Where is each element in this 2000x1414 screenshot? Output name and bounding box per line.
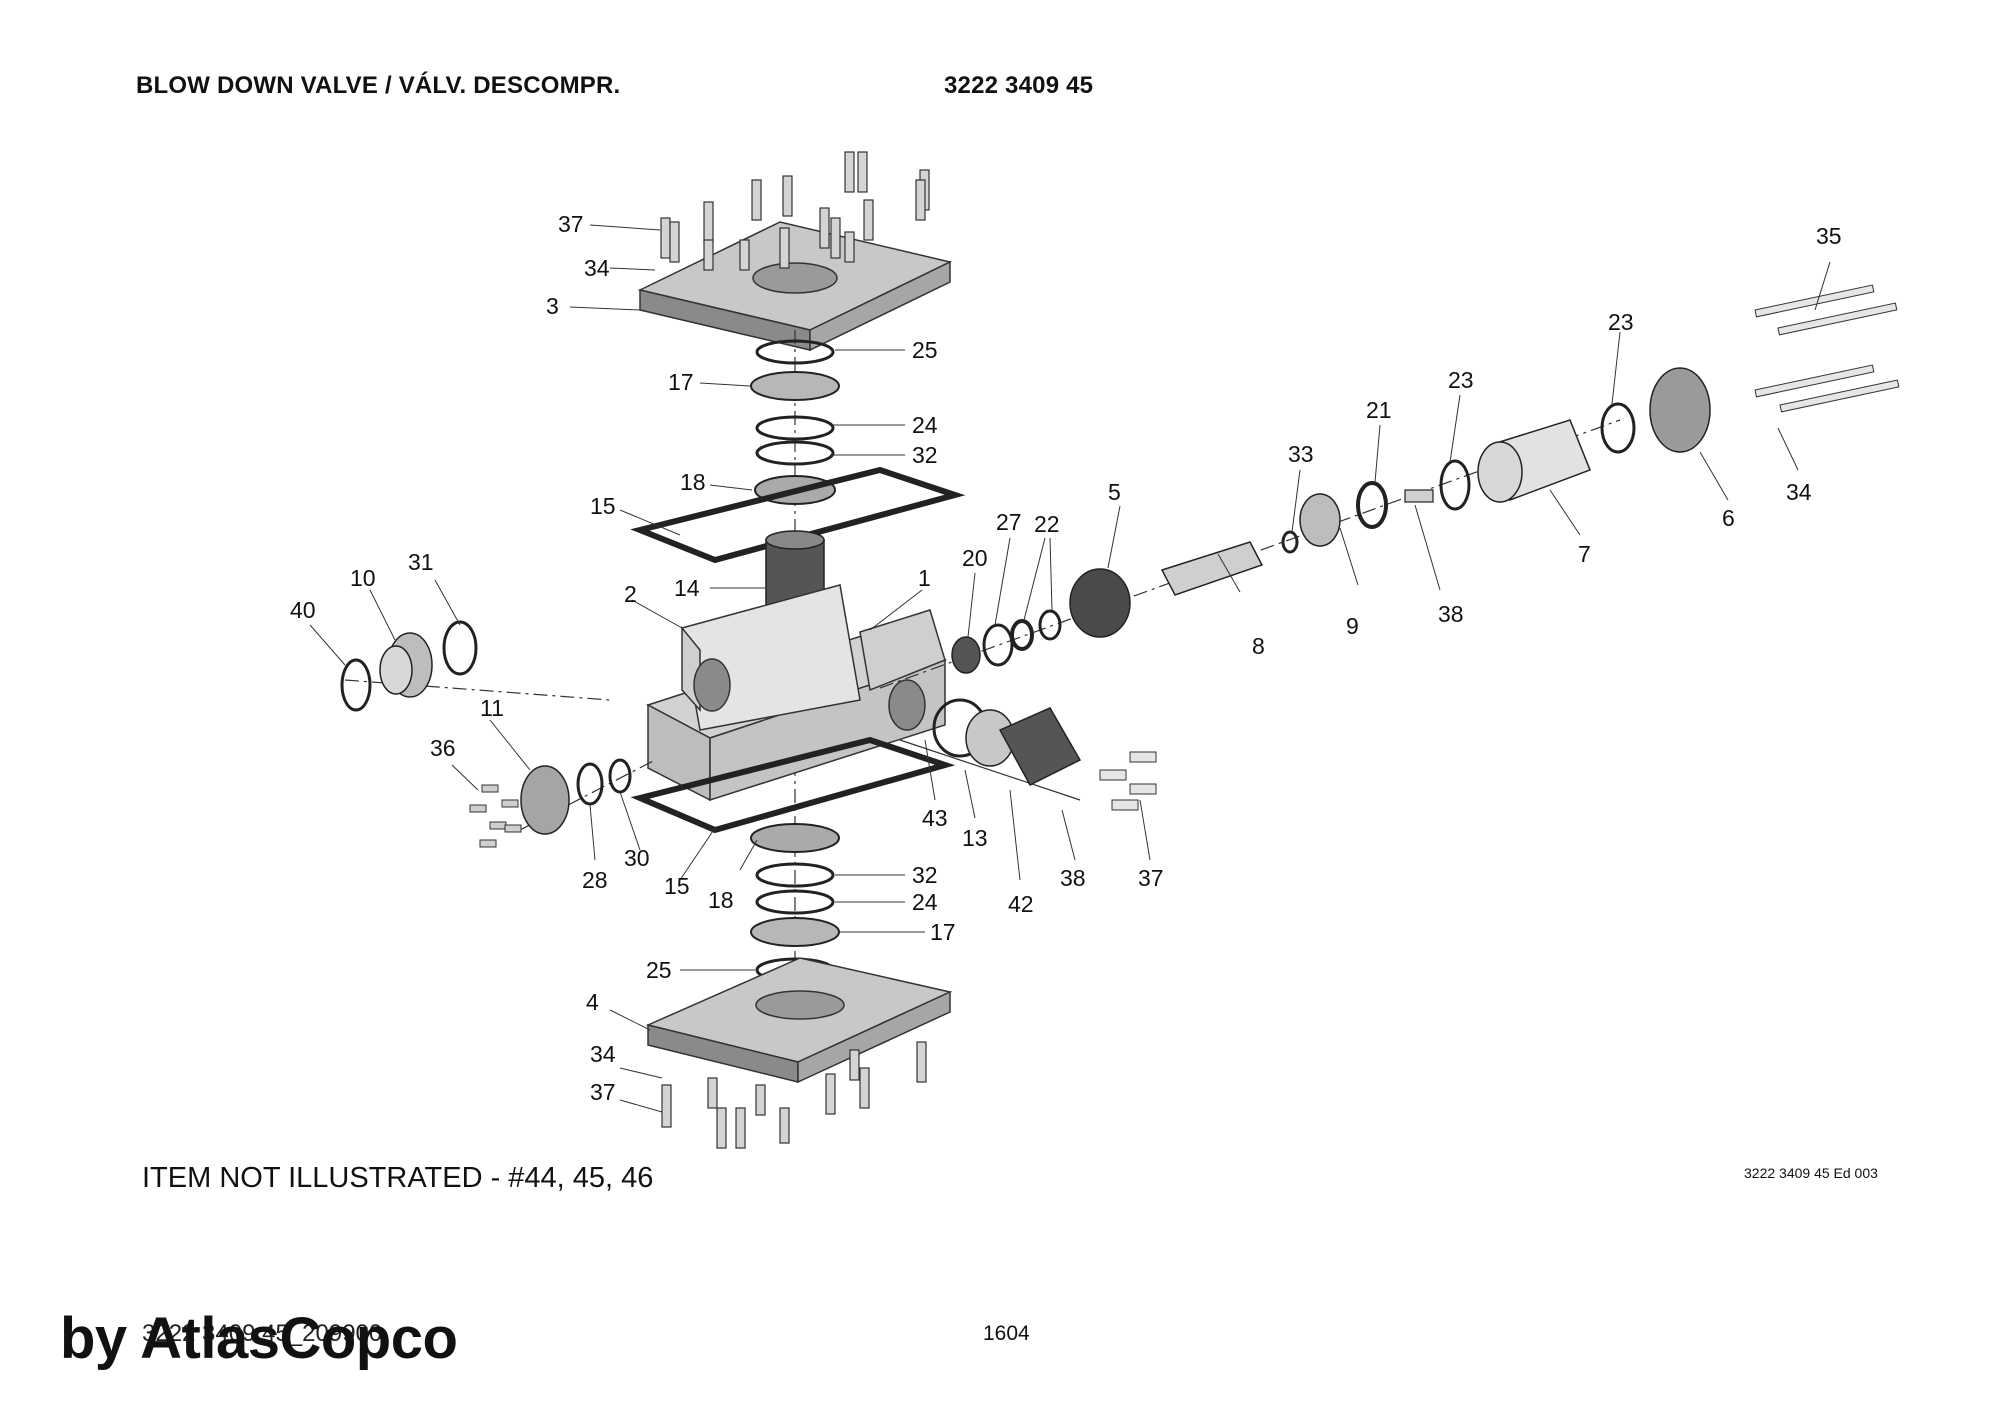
top-cover-bolts [660,151,930,271]
callout-label: 31 [408,549,434,575]
callout-label: 34 [584,255,610,281]
lower-seal-stack [750,823,840,983]
page-number: 1604 [983,1322,1030,1345]
callout-label: 23 [1608,309,1634,335]
callout-label: 25 [646,957,672,983]
callout-label: 34 [590,1041,616,1067]
callout-label: 8 [1252,633,1265,659]
callout-label: 36 [430,735,456,761]
callout-labels: 37 34 3 25 17 24 32 18 15 14 2 1 10 31 4… [290,211,1842,1105]
right-lower-axis-line [899,739,1081,801]
callout-label: 38 [1438,601,1464,627]
callout-label: 42 [1008,891,1034,917]
left-components [340,620,632,835]
callout-label: 20 [962,545,988,571]
callout-label: 10 [350,565,376,591]
right-components [932,367,1711,786]
bottom-cover-bolts [661,1041,927,1149]
callout-label: 40 [290,597,316,623]
callout-label: 15 [664,873,690,899]
callout-label: 11 [480,695,504,721]
left-axis-line [344,679,611,701]
edition-label: 3222 3409 45 Ed 003 [1744,1165,1878,1181]
callout-label: 1 [918,565,931,591]
document-reference: 3222 3409 45_209900 [142,1320,383,1347]
callout-label: 6 [1722,505,1735,531]
callout-label: 37 [558,211,584,237]
callout-label: 33 [1288,441,1314,467]
callout-label: 32 [912,862,938,888]
callout-label: 28 [582,867,608,893]
upper-gasket [630,466,966,564]
callout-label: 2 [624,581,637,607]
callout-label: 24 [912,889,938,915]
callout-label: 34 [1786,479,1812,505]
callout-label: 9 [1346,613,1359,639]
right-bolts [1099,284,1900,811]
brand-watermark: by AtlasCopco [60,1306,458,1371]
callout-label: 3 [546,293,559,319]
lower-gasket [630,736,956,834]
callout-label: 25 [912,337,938,363]
part-number: 3222 3409 45 [944,72,1094,99]
leader-lines [309,224,1831,1113]
callout-label: 23 [1448,367,1474,393]
callout-label: 43 [922,805,948,831]
callout-label: 14 [674,575,700,601]
diagram-title: BLOW DOWN VALVE / VÁLV. DESCOMPR. [136,72,621,99]
callout-label: 4 [586,989,599,1015]
callout-label: 37 [1138,865,1164,891]
callout-label: 17 [668,369,694,395]
not-illustrated-note: ITEM NOT ILLUSTRATED - #44, 45, 46 [142,1162,654,1194]
callout-label: 27 [996,509,1022,535]
callout-label: 30 [624,845,650,871]
callout-label: 13 [962,825,988,851]
callout-label: 7 [1578,541,1591,567]
callout-label: 38 [1060,865,1086,891]
callout-label: 22 [1034,511,1060,537]
callout-label: 5 [1108,479,1121,505]
left-screws [469,784,522,848]
callout-label: 17 [930,919,956,945]
callout-label: 24 [912,412,938,438]
callout-label: 18 [708,887,734,913]
callout-label: 15 [590,493,616,519]
callout-label: 21 [1366,397,1392,423]
callout-label: 32 [912,442,938,468]
bottom-cover-plate [645,957,953,1084]
callout-label: 18 [680,469,706,495]
top-cover-plate [637,221,953,352]
callout-label: 37 [590,1079,616,1105]
valve-body [646,584,948,802]
callout-label: 35 [1816,223,1842,249]
